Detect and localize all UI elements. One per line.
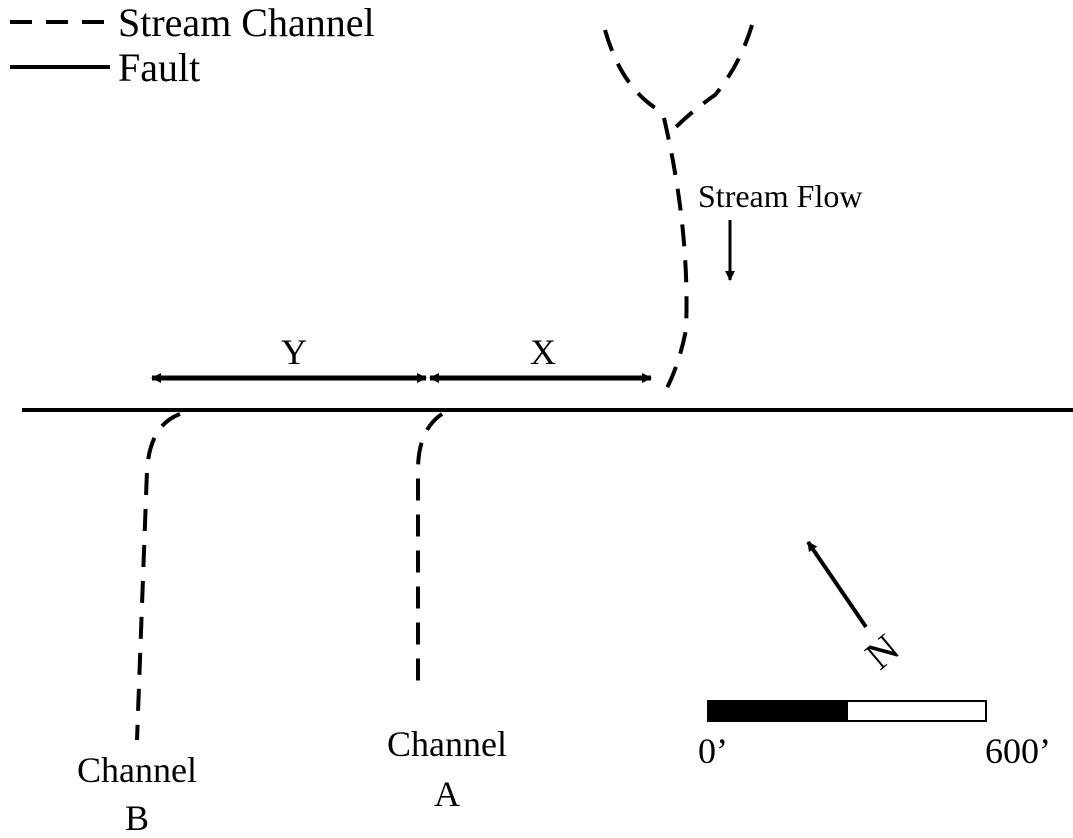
upstream-left-fork	[603, 29, 663, 114]
upstream-main-channel	[660, 117, 689, 399]
channel-a-line	[416, 412, 444, 690]
upstream-right-fork	[666, 24, 754, 137]
channel-b-line	[135, 412, 181, 741]
channel-a-label-line2: A	[434, 774, 460, 814]
channel-b-label-line1: Channel	[77, 750, 197, 790]
scale-bar-start-label: 0’	[698, 731, 728, 771]
offset-x-label: X	[530, 332, 556, 372]
channel-b-label-line2: B	[124, 798, 149, 838]
offset-y-label: Y	[281, 332, 307, 372]
scale-bar-black-segment	[708, 701, 848, 721]
north-arrow	[806, 540, 868, 629]
scale-bar-end-label: 600’	[985, 731, 1051, 771]
legend-stream-channel-label: Stream Channel	[118, 0, 375, 45]
stream-flow-label: Stream Flow	[698, 178, 863, 214]
channel-a-label-line1: Channel	[387, 724, 507, 764]
legend-fault-label: Fault	[118, 45, 201, 90]
